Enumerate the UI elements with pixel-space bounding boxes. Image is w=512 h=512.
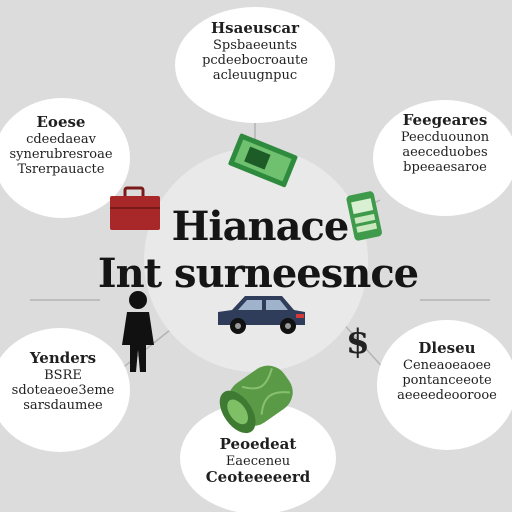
bubble-top-right-line: bpeeaesaroe xyxy=(403,160,487,176)
dollar-sign-icon: $ xyxy=(346,322,370,362)
bubble-bottom-right-text: Dleseu Ceneaoeaoee pontanceeote aeeeedeo… xyxy=(384,339,510,404)
briefcase-icon xyxy=(110,186,160,230)
bubble-bottom xyxy=(180,402,336,512)
bubble-bottom-line: Peoedeat xyxy=(219,435,297,453)
center-circle xyxy=(144,148,368,372)
bubble-bottom-right-line: aeeeedeoorooe xyxy=(397,388,497,404)
bubble-bottom-text: Peoedeat Eaeceneu Ceoteeeeerd xyxy=(196,435,320,487)
bubbles xyxy=(0,7,512,512)
bubble-top-right xyxy=(373,100,512,216)
bubble-top-text: Hsaeuscar Spsbaeeunts pcdeebocroaute acl… xyxy=(190,19,320,84)
bubble-top-left xyxy=(0,98,130,218)
bubble-top-left-line: synerubresroae xyxy=(9,147,113,163)
bubble-top-right-text: Feegeares Peecduounon aeeceduobes bpeeae… xyxy=(382,111,508,176)
center-subtitle: Int surneesnce xyxy=(97,250,419,297)
bubble-bottom-right-line: Ceneaoeaoee xyxy=(403,357,491,373)
bubble-top-left-line: Tsrerpauacte xyxy=(17,162,105,178)
center-title: Hianace xyxy=(171,203,350,250)
bubble-top-line: pcdeebocroaute xyxy=(202,53,308,69)
bubble-top-left-line: cdeedaeav xyxy=(26,131,96,147)
bubble-top-left-text: Eoese cdeedaeav synerubresroae Tsrerpaua… xyxy=(2,113,120,178)
person-icon xyxy=(122,291,154,372)
bubble-top-right-line: Peecduounon xyxy=(400,129,490,145)
money-bill-icon xyxy=(228,133,298,188)
bubble-bottom-left-line: BSRE xyxy=(44,367,82,383)
bubble-bottom-left xyxy=(0,328,130,452)
bubble-top-line: Spsbaeeunts xyxy=(213,37,297,53)
car-icon xyxy=(218,296,305,334)
bubble-bottom-left-line: Yenders xyxy=(29,349,97,367)
bubble-bottom-left-line: sarsdaumee xyxy=(23,398,103,414)
bubble-bottom-line: Ceoteeeeerd xyxy=(205,468,311,487)
money-roll-icon xyxy=(219,365,293,434)
bubble-top-right-line: Feegeares xyxy=(402,111,488,129)
bubble-bottom-left-line: sdoteaeoe3eme xyxy=(11,383,115,399)
bubble-bottom-line: Eaeceneu xyxy=(225,453,291,469)
bubble-top-left-line: Eoese xyxy=(36,113,86,131)
bubble-top-line: acleuugnpuc xyxy=(212,68,298,84)
bubble-top-right-line: aeeceduobes xyxy=(402,145,488,161)
connector-bottom-right xyxy=(339,319,386,371)
bubble-bottom-right-line: Dleseu xyxy=(418,339,476,357)
bubble-top-line: Hsaeuscar xyxy=(211,19,299,37)
bubble-bottom-right-line: pontanceeote xyxy=(402,373,492,389)
bubble-top xyxy=(175,7,335,123)
bubble-bottom-right xyxy=(377,320,512,450)
bubble-bottom-left-text: Yenders BSRE sdoteaeoe3eme sarsdaumee xyxy=(2,349,124,414)
phone-icon xyxy=(346,191,382,241)
